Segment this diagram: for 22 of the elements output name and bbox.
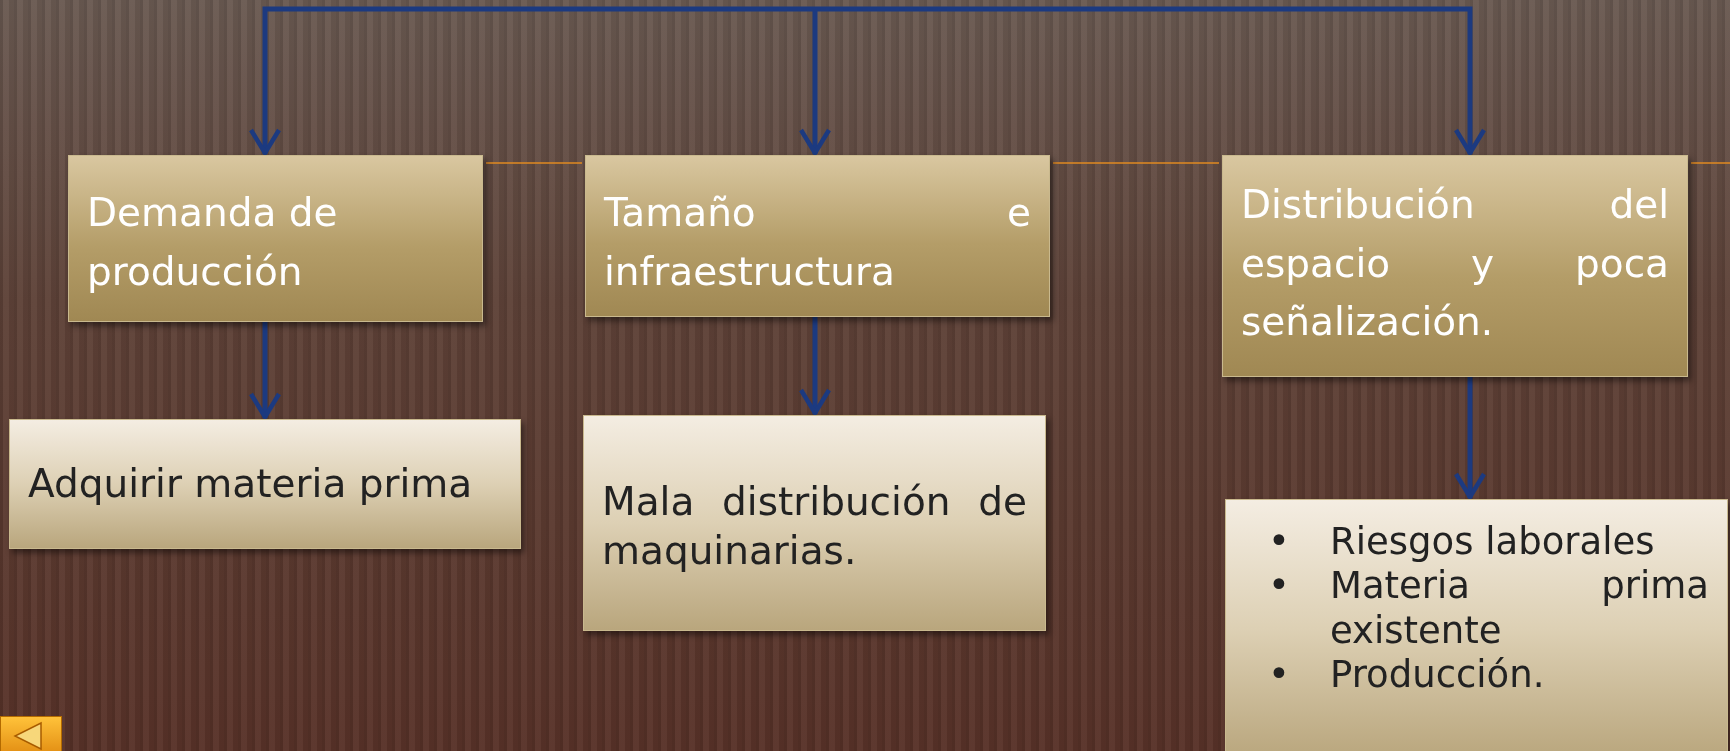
arrow bbox=[798, 317, 832, 416]
process-box bbox=[1222, 155, 1688, 377]
box-text: Demanda de producción bbox=[87, 189, 339, 296]
arrow bbox=[815, 6, 1487, 156]
box-text: Tamaño e infraestructura bbox=[604, 189, 1031, 296]
bullet-item: Materia prima existente bbox=[1330, 564, 1709, 654]
bullet-item: Producción. bbox=[1330, 653, 1546, 698]
process-box bbox=[68, 155, 483, 322]
process-box bbox=[583, 415, 1046, 631]
arrow bbox=[1453, 377, 1487, 500]
process-box bbox=[585, 155, 1050, 317]
process-box bbox=[9, 419, 521, 549]
bullet-mark: • bbox=[1267, 653, 1291, 698]
bullet-mark: • bbox=[1267, 520, 1291, 565]
box-text: Distribución del espacio y poca señalización. bbox=[1241, 181, 1669, 346]
box-text: Mala distribución de maquinarias. bbox=[602, 478, 1027, 575]
bullet-mark: • bbox=[1267, 564, 1291, 609]
box-text: Adquirir materia prima bbox=[28, 460, 474, 508]
bullet-item: Riesgos laborales bbox=[1330, 520, 1656, 565]
process-box bbox=[1225, 499, 1728, 751]
arrow bbox=[248, 322, 282, 420]
arrow bbox=[248, 6, 815, 156]
